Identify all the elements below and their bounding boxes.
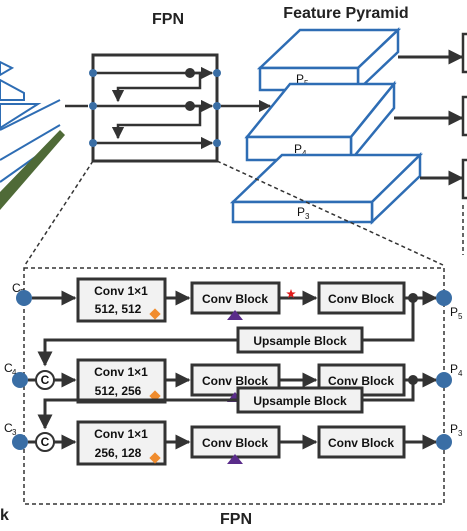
svg-text:Upsample Block: Upsample Block xyxy=(253,394,347,408)
svg-text:512, 256: 512, 256 xyxy=(95,384,142,398)
pyramid-level-p4: P 4 xyxy=(244,80,397,164)
pyramid-output-arrows xyxy=(394,32,467,255)
svg-text:Conv Block: Conv Block xyxy=(328,374,394,388)
svg-text:Conv Block: Conv Block xyxy=(202,292,268,306)
diamond-marker xyxy=(149,452,161,464)
svg-text:4: 4 xyxy=(302,149,307,158)
svg-text:Conv Block: Conv Block xyxy=(328,292,394,306)
svg-text:Conv Block: Conv Block xyxy=(328,436,394,450)
fpn-row-2: C 4 C Conv 1×1 512, 256 Conv Block Conv … xyxy=(4,358,463,404)
conv1x1-box xyxy=(76,277,167,323)
svg-text:4: 4 xyxy=(458,369,463,378)
node xyxy=(213,102,221,110)
star-marker xyxy=(286,289,296,298)
node xyxy=(89,69,97,77)
svg-text:P: P xyxy=(297,205,305,219)
upsample-block xyxy=(236,326,364,354)
fpn-row-3: C 3 C Conv 1×1 256, 128 Conv Block Conv … xyxy=(4,420,463,466)
svg-text:P: P xyxy=(450,305,458,319)
pyramid-level-p5: P 5 xyxy=(256,27,402,93)
svg-text:Conv Block: Conv Block xyxy=(202,436,268,450)
svg-text:Conv 1×1: Conv 1×1 xyxy=(94,427,148,441)
svg-text:Conv 1×1: Conv 1×1 xyxy=(94,284,148,298)
svg-text:3: 3 xyxy=(12,428,17,437)
output-node-p3 xyxy=(436,434,452,450)
node xyxy=(213,139,221,147)
upsample-path-2: Upsample Block xyxy=(37,380,415,430)
output-node-p4 xyxy=(436,372,452,388)
svg-text:C: C xyxy=(4,421,13,435)
svg-text:Conv Block: Conv Block xyxy=(202,374,268,388)
left-fragment-text: k xyxy=(0,507,9,524)
input-node-c3 xyxy=(12,434,28,450)
fpn-detail-label: FPN xyxy=(220,511,252,528)
svg-text:P: P xyxy=(450,422,458,436)
input-node-c4 xyxy=(12,372,28,388)
node xyxy=(89,102,97,110)
svg-text:Conv 1×1: Conv 1×1 xyxy=(94,365,148,379)
svg-text:256, 128: 256, 128 xyxy=(95,446,142,460)
input-node-c5 xyxy=(16,290,32,306)
node xyxy=(213,69,221,77)
node xyxy=(89,139,97,147)
svg-text:P: P xyxy=(296,72,304,86)
zoom-line-left xyxy=(24,160,94,266)
triangle-marker xyxy=(227,310,243,320)
svg-text:Upsample Block: Upsample Block xyxy=(253,334,347,348)
svg-text:C: C xyxy=(41,373,50,387)
fpn-title: FPN xyxy=(152,11,184,28)
svg-text:C: C xyxy=(4,361,13,375)
satellite-image-strip xyxy=(0,130,65,210)
svg-text:512, 512: 512, 512 xyxy=(95,302,142,316)
diamond-marker xyxy=(149,308,161,320)
fpn-row-1: C 5 Conv 1×1 512, 512 Conv Block Conv Bl… xyxy=(12,277,463,323)
pyramid-level-p3: P 3 xyxy=(229,152,424,225)
output-node-p5 xyxy=(436,290,452,306)
triangle-marker xyxy=(227,454,243,464)
svg-text:4: 4 xyxy=(12,368,17,377)
conv-block-b xyxy=(317,281,406,315)
fpn-mini-block xyxy=(89,53,221,163)
svg-text:3: 3 xyxy=(458,429,463,438)
svg-text:P: P xyxy=(450,362,458,376)
svg-text:C: C xyxy=(41,435,50,449)
svg-text:5: 5 xyxy=(458,312,463,321)
svg-text:3: 3 xyxy=(305,212,310,221)
svg-text:P: P xyxy=(294,142,302,156)
svg-text:C: C xyxy=(12,281,21,295)
upsample-path-1: Upsample Block xyxy=(37,298,415,367)
feature-pyramid-title: Feature Pyramid xyxy=(283,5,408,22)
